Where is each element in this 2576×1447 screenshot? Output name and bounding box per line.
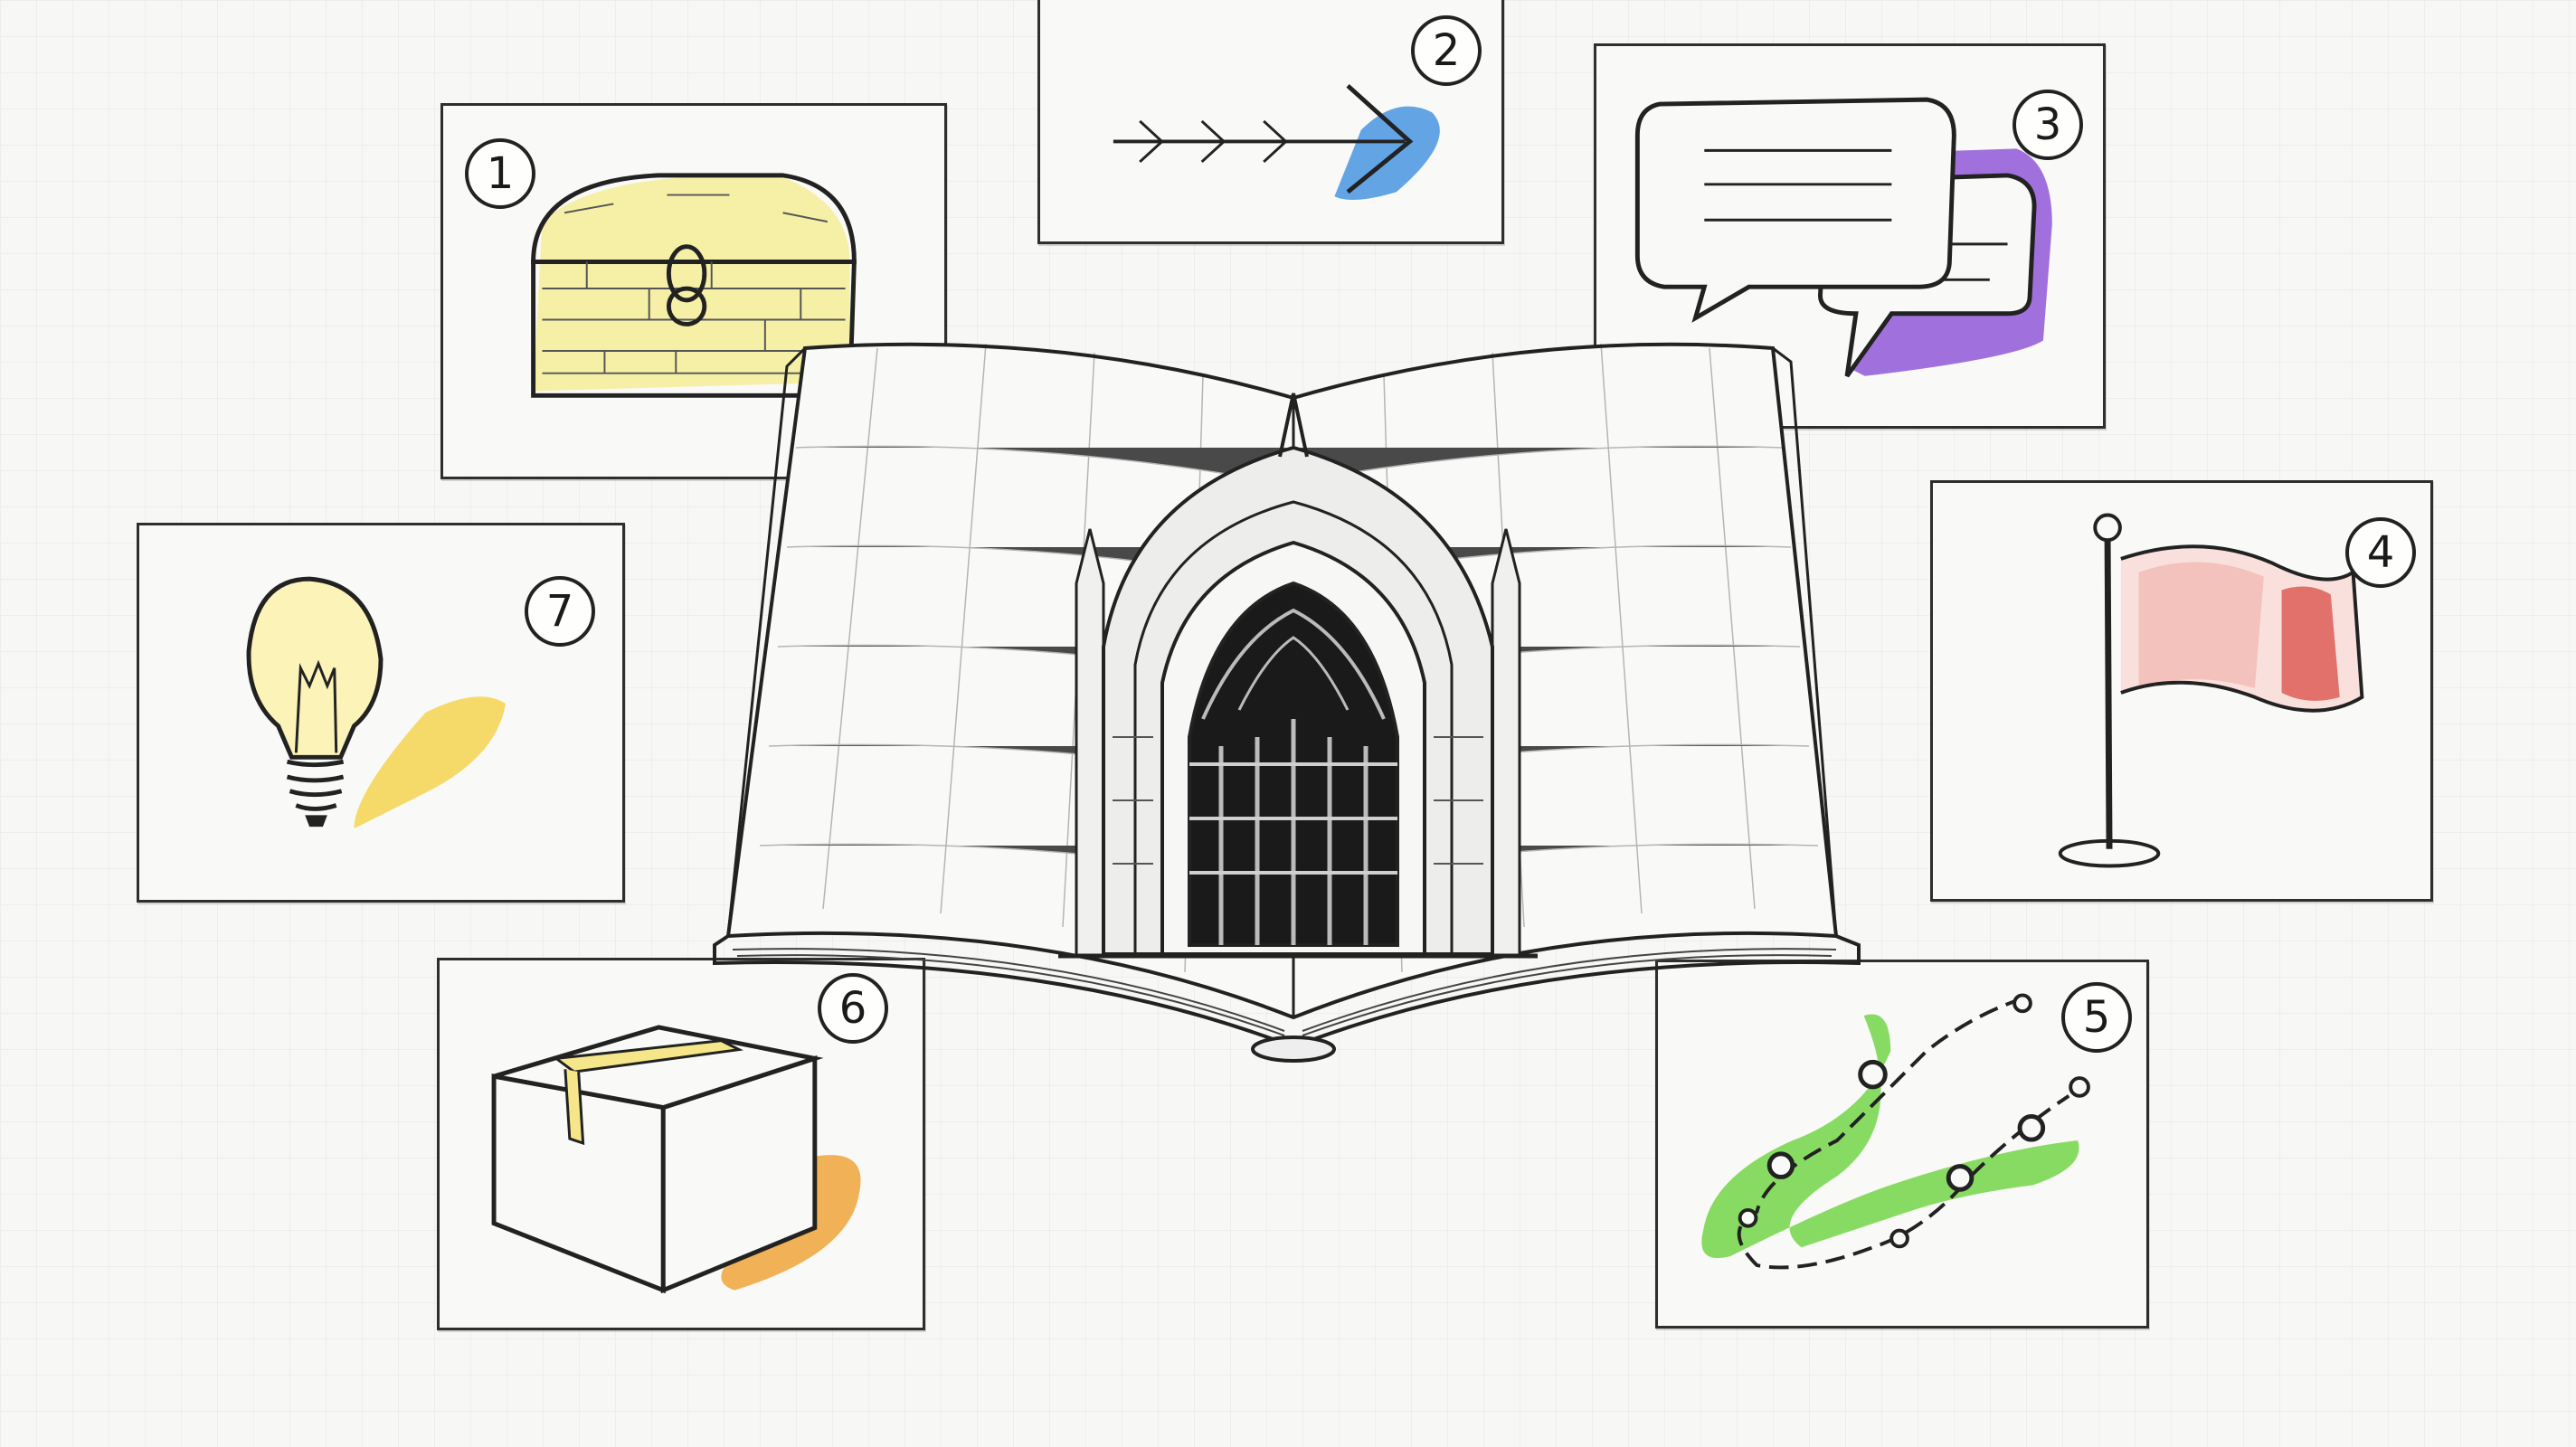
panel-2: 2: [1037, 0, 1504, 244]
step-number-badge: 2: [1411, 15, 1482, 86]
path-icon: [1701, 993, 2090, 1270]
panel-6: 6: [437, 958, 925, 1330]
lightbulb-icon: [246, 576, 506, 829]
panel-1: 1: [440, 103, 947, 479]
step-number-badge: 7: [525, 576, 595, 647]
panel-5: 5: [1655, 960, 2149, 1329]
panel-3: 3: [1594, 43, 2106, 429]
step-number-badge: 3: [2012, 90, 2083, 160]
treasure-chest-icon: [531, 173, 857, 398]
speech-bubbles-icon: [1634, 97, 2052, 378]
box-icon: [491, 1025, 861, 1294]
open-book-gothic-window-icon: [713, 342, 1861, 1063]
step-number-badge: 6: [818, 973, 888, 1044]
arrow-icon: [1113, 84, 1440, 201]
panel-7: 7: [137, 523, 625, 903]
flag-icon: [2058, 513, 2364, 868]
step-number-badge: 5: [2061, 982, 2132, 1053]
step-number-badge: 1: [465, 138, 535, 209]
step-number-badge: 4: [2345, 517, 2416, 588]
panel-4: 4: [1930, 480, 2433, 902]
